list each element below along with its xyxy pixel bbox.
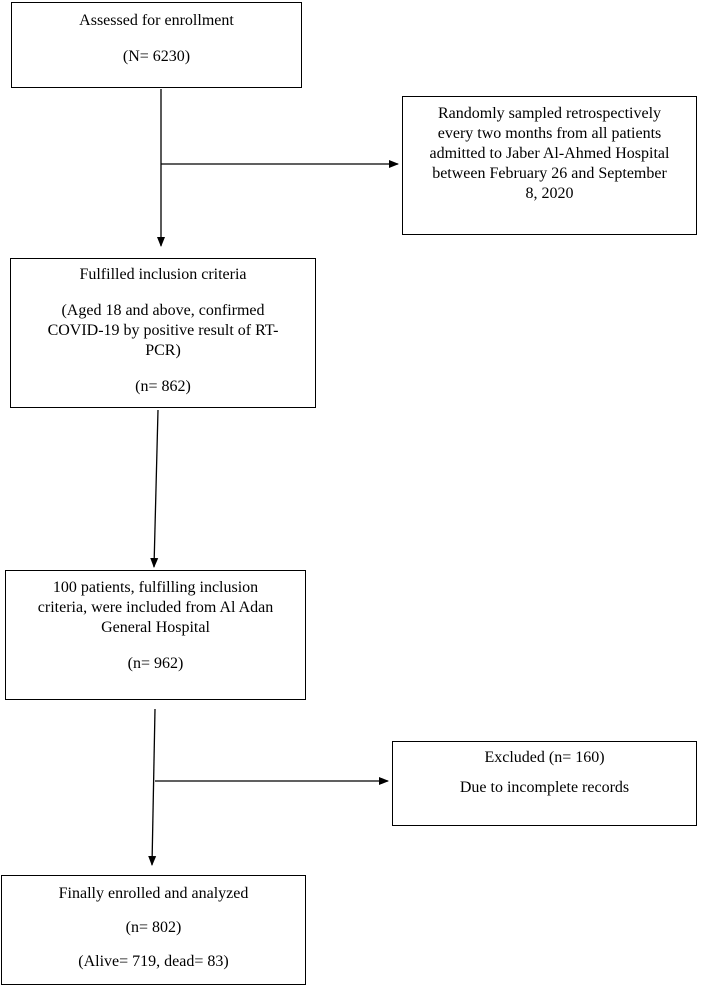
- fulfilled-title: Fulfilled inclusion criteria: [79, 266, 247, 283]
- sampled-line: 8, 2020: [525, 185, 574, 202]
- adan-line: General Hospital: [101, 619, 210, 636]
- sampled-line: Randomly sampled retrospectively: [437, 105, 662, 122]
- assessed-title: Assessed for enrollment: [79, 12, 234, 29]
- fulfilled-box: Fulfilled inclusion criteria (Aged 18 an…: [10, 258, 316, 408]
- sampled-box: Randomly sampled retrospectively every t…: [402, 96, 697, 235]
- final-count: (n= 802): [125, 919, 182, 936]
- assessed-box: Assessed for enrollment (N= 6230): [11, 2, 302, 88]
- fulfilled-criteria-line: PCR): [145, 342, 181, 359]
- assessed-count: (N= 6230): [122, 48, 191, 65]
- final-outcome: (Alive= 719, dead= 83): [78, 953, 229, 970]
- adan-line: criteria, were included from Al Adan: [37, 599, 274, 616]
- excluded-reason: Due to incomplete records: [459, 779, 630, 796]
- adan-count: (n= 962): [127, 655, 184, 672]
- adan-box: 100 patients, fulfilling inclusion crite…: [5, 570, 306, 700]
- fulfilled-criteria-line: (Aged 18 and above, confirmed: [61, 302, 265, 319]
- fulfilled-count: (n= 862): [135, 378, 191, 395]
- arrow-adan-to-final: [148, 708, 157, 866]
- excluded-title: Excluded (n= 160): [484, 749, 605, 766]
- adan-line: 100 patients, fulfilling inclusion: [52, 579, 259, 596]
- final-box: Finally enrolled and analyzed (n= 802) (…: [1, 875, 306, 985]
- sampled-line: admitted to Jaber Al-Ahmed Hospital: [429, 145, 670, 162]
- arrow-fulfilled-to-adan: [150, 409, 159, 568]
- final-title: Finally enrolled and analyzed: [58, 885, 249, 902]
- fulfilled-criteria-line: COVID-19 by positive result of RT-: [47, 322, 279, 339]
- excluded-box: Excluded (n= 160) Due to incomplete reco…: [392, 741, 697, 826]
- sampled-line: every two months from all patients: [437, 125, 662, 142]
- sampled-line: between February 26 and September: [432, 165, 667, 182]
